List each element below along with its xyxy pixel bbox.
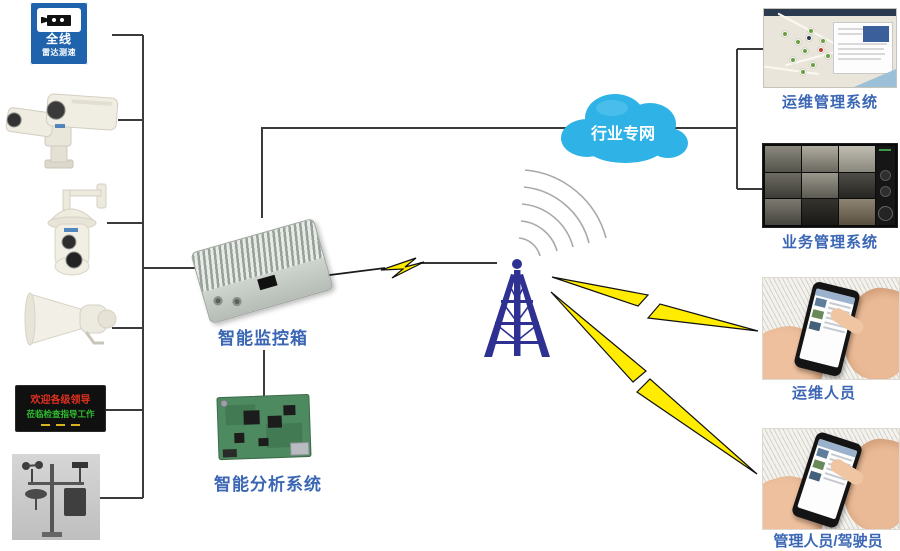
- led-ticker-dashes: [41, 424, 80, 426]
- horn-speaker: [24, 291, 117, 347]
- camera-feed-cell: [802, 172, 838, 199]
- control-panel: [876, 146, 895, 225]
- ops-person-label: 运维人员: [791, 385, 856, 402]
- camera-feed-cell: [765, 146, 801, 172]
- cable-port: [231, 296, 243, 308]
- map-marker: [795, 39, 801, 45]
- map-detail-panel: [832, 22, 893, 74]
- smart-monitoring-box: [190, 217, 334, 325]
- map-marker: [782, 31, 788, 37]
- connector-lines: [100, 34, 764, 499]
- sign-text-line2: 雷达测速: [42, 48, 76, 57]
- nameplate: [257, 274, 278, 291]
- map-marker: [810, 62, 816, 68]
- control-knob: [880, 170, 891, 181]
- biz-mgmt-label: 业务管理系统: [781, 234, 878, 251]
- analysis-circuit-board: [215, 392, 317, 463]
- panel-thumbnail: [863, 26, 889, 42]
- led-text-line2: 莅临检查指导工作: [26, 409, 95, 419]
- camera-feed-cell: [839, 146, 875, 172]
- camera-feed-cell: [765, 172, 801, 199]
- monitor-box-label: 智能监控箱: [218, 329, 308, 348]
- map-marker-alert: [818, 47, 824, 53]
- map-marker: [825, 53, 831, 59]
- ops-mgmt-label: 运维管理系统: [781, 94, 878, 111]
- lightning-bolt-box-to-tower: [321, 257, 497, 279]
- sign-text-line1: 全线: [45, 32, 72, 46]
- private-network-cloud: 行业专网: [561, 94, 688, 163]
- radar-speed-sign: 全线 雷达测速: [30, 2, 88, 65]
- map-marker: [820, 38, 826, 44]
- camera-feed-cell: [802, 146, 838, 172]
- lightning-bolt-tower-to-ops-person: [551, 276, 759, 332]
- camera-grid: [765, 146, 875, 225]
- map-marker: [802, 48, 808, 54]
- map-marker: [808, 28, 814, 34]
- cloud-to-systems-lines: [675, 48, 764, 190]
- speed-camera-icon: [37, 8, 81, 32]
- camera-feed-cell: [839, 172, 875, 199]
- map-marker: [800, 69, 806, 75]
- transmission-tower: [484, 259, 550, 357]
- device-stub-lines: [100, 34, 143, 499]
- cable-port: [212, 295, 224, 307]
- box-to-cloud-line: [261, 127, 575, 218]
- radio-waves: [518, 169, 607, 257]
- camera-feed-cell: [802, 199, 838, 225]
- map-marker: [790, 57, 796, 63]
- cloud-label: 行业专网: [590, 124, 655, 143]
- camera-feed-cell: [765, 199, 801, 225]
- jog-dial: [878, 206, 893, 221]
- weather-station: [12, 454, 100, 540]
- led-text-line1: 欢迎各级领导: [30, 395, 91, 406]
- monitoring-box-housing: [190, 217, 334, 325]
- speed-camera-glyph: [41, 14, 71, 26]
- camera-feed-cell: [839, 199, 875, 225]
- dome-camera: [33, 182, 109, 282]
- ptz-dual-camera: [5, 84, 121, 174]
- analysis-system-label: 智能分析系统: [214, 475, 322, 494]
- control-knob: [880, 186, 891, 197]
- led-message-sign: 欢迎各级领导 莅临检查指导工作: [15, 385, 106, 432]
- ops-person-photo: [762, 277, 900, 380]
- manager-driver-photo: [762, 428, 900, 530]
- mgr-driver-label: 管理人员/驾驶员: [773, 533, 883, 550]
- app-navbar: [764, 9, 896, 16]
- panel-status-led: [879, 149, 891, 151]
- business-management-screenshot: [762, 143, 898, 228]
- ops-management-screenshot: [763, 8, 897, 88]
- lightning-bolt-tower-to-manager: [550, 291, 758, 475]
- map-marker-selected: [806, 35, 812, 41]
